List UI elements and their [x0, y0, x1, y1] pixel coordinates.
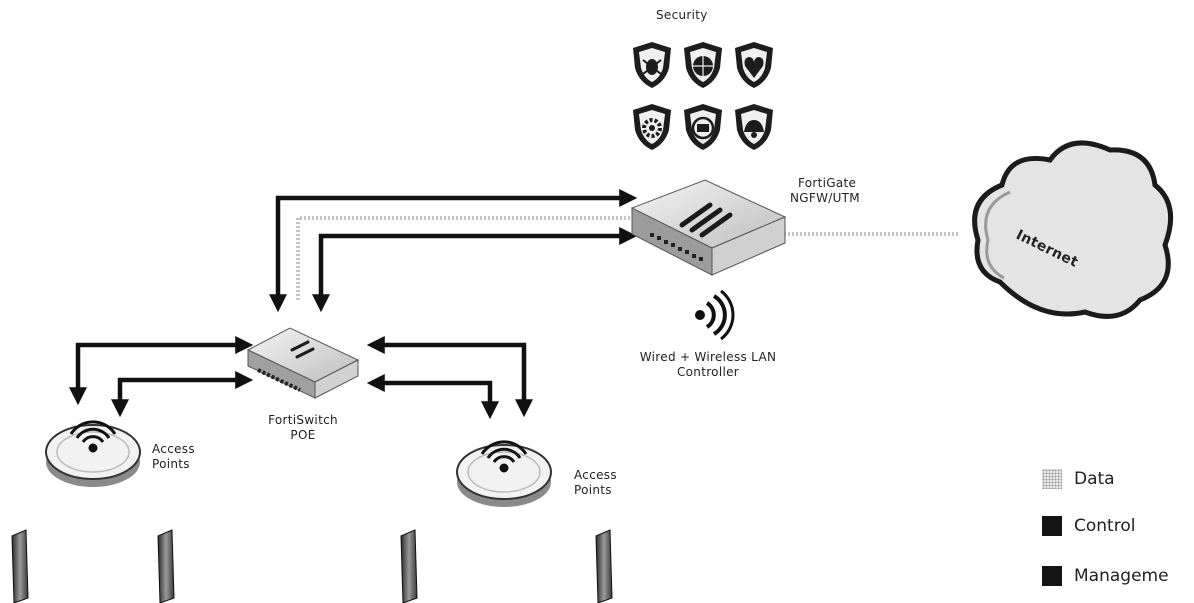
internet-cloud [972, 140, 1174, 319]
access-points-right-line1: Access [574, 468, 617, 482]
access-points-left-line2: Points [152, 457, 190, 471]
legend-label-control: Control [1074, 516, 1136, 536]
fortigate-device [630, 179, 787, 276]
fortigate-label-line2: NGFW/UTM [790, 191, 860, 205]
legend-label-management: Manageme [1074, 566, 1169, 586]
fortiswitch-label-line1: FortiSwitch [268, 413, 338, 427]
control-flow-arrows [69, 189, 638, 420]
client-devices [11, 529, 613, 603]
shield-globe-icon [684, 42, 722, 88]
legend-swatch-management [1042, 566, 1062, 586]
fortiswitch-label: FortiSwitch POE [258, 413, 348, 443]
fortiswitch-device [246, 327, 360, 399]
legend-swatch-control [1042, 516, 1062, 536]
legend-label-data: Data [1074, 469, 1115, 489]
wifi-icon [480, 440, 528, 473]
wifi-icon [69, 420, 117, 453]
legend-item-data: Data [1042, 468, 1115, 490]
access-point-left [45, 420, 141, 487]
shield-bug-icon [633, 42, 671, 88]
access-point-right [456, 440, 552, 507]
shield-virus-icon [735, 42, 773, 88]
client-device [400, 529, 418, 603]
shield-spam-icon [735, 104, 773, 150]
access-points-right-label: Access Points [574, 468, 617, 498]
security-label: Security [656, 8, 708, 22]
client-device [157, 529, 175, 603]
shield-gear-icon [633, 104, 671, 150]
legend-swatch-data [1042, 469, 1062, 489]
controller-label-line1: Wired + Wireless LAN [639, 350, 777, 364]
security-shields [633, 42, 773, 150]
data-flow-lines [296, 216, 960, 300]
access-points-left-line1: Access [152, 442, 195, 456]
legend-item-control: Control [1042, 515, 1135, 537]
client-device [595, 529, 613, 603]
access-points-left-label: Access Points [152, 442, 195, 472]
fortiswitch-label-line2: POE [290, 428, 316, 442]
access-points-right-line2: Points [574, 483, 612, 497]
fortigate-label: FortiGate NGFW/UTM [790, 176, 860, 206]
legend-item-management: Manageme [1042, 565, 1169, 587]
controller-label-line2: Controller [676, 365, 740, 379]
shield-app-icon [684, 104, 722, 150]
wireless-signal-icon [695, 289, 735, 341]
fortigate-label-line1: FortiGate [798, 176, 857, 190]
controller-label: Wired + Wireless LAN Controller [618, 350, 798, 380]
client-device [11, 529, 29, 603]
